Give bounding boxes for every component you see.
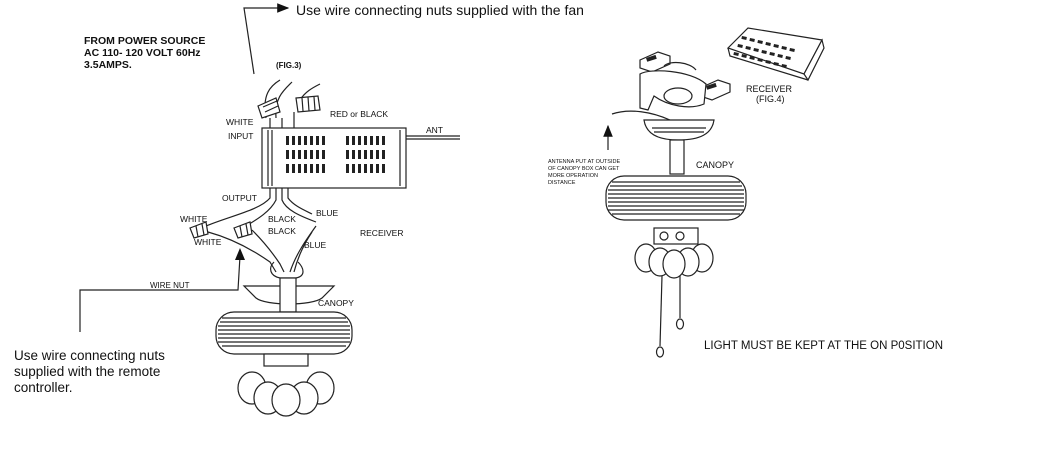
- receiver-vents-left: [286, 136, 325, 173]
- fan-white-wire-2: [251, 229, 285, 273]
- top-note: Use wire connecting nuts supplied with t…: [296, 2, 584, 18]
- label-white-top: WHITE: [226, 117, 254, 127]
- power-source-line3: 3.5AMPS.: [84, 59, 132, 71]
- label-white-left1: WHITE: [180, 214, 208, 224]
- antenna-note-line2: OF CANOPY BOX CAN GET: [548, 166, 620, 172]
- left-light-bulbs-icon: [237, 371, 335, 417]
- right-antenna-wire: [611, 110, 671, 121]
- top-callout-arrow: [243, 3, 290, 75]
- label-black1: BLACK: [268, 214, 296, 224]
- label-receiver-right: RECEIVER: [746, 84, 793, 94]
- left-light-fitter: [263, 353, 309, 367]
- label-input: INPUT: [228, 131, 254, 141]
- right-mounting-bracket-icon: [639, 51, 731, 111]
- label-ant: ANT: [426, 125, 443, 135]
- pull-chain-left: [659, 275, 663, 347]
- label-output: OUTPUT: [222, 193, 257, 203]
- top-callout: Use wire connecting nuts supplied with t…: [243, 2, 584, 75]
- fan-black-wire: [289, 225, 317, 273]
- receiver-vents-right: [346, 136, 385, 173]
- fan-white-wire: [207, 231, 277, 273]
- left-fan: CANOPY: [215, 277, 354, 417]
- output-white-wire: [205, 188, 271, 227]
- pull-chain-right-fob: [675, 318, 685, 330]
- right-remote-icon: [726, 27, 825, 82]
- wire-nut-center-icon: [233, 221, 253, 239]
- fig3-label: (FIG.3): [276, 61, 302, 70]
- output-wires: [189, 188, 317, 279]
- label-white-left2: WHITE: [194, 237, 222, 247]
- label-canopy-left: CANOPY: [318, 298, 354, 308]
- label-blue1: BLUE: [316, 208, 339, 218]
- right-fan: [605, 175, 747, 358]
- label-blue2: BLUE: [304, 240, 327, 250]
- bottom-note-line3: controller.: [14, 380, 73, 395]
- right-downrod: [669, 139, 685, 175]
- power-source-line2: AC 110- 120 VOLT 60Hz: [84, 47, 201, 59]
- wire-nut-left-icon: [189, 221, 209, 239]
- fan-blue-wire: [293, 231, 313, 273]
- bottom-note-line1: Use wire connecting nuts: [14, 348, 165, 363]
- bottom-note-line2: supplied with the remote: [14, 364, 160, 379]
- wire-nut-red-icon: [295, 95, 321, 113]
- label-black2: BLACK: [268, 226, 296, 236]
- label-fig4: (FIG.4): [756, 94, 785, 104]
- light-note: LIGHT MUST BE KEPT AT THE ON P0SITION: [704, 340, 943, 352]
- switch-left-icon: [659, 231, 669, 241]
- label-receiver: RECEIVER: [360, 228, 403, 238]
- antenna-note-line4: DISTANCE: [548, 180, 576, 186]
- bottom-note: Use wire connecting nuts supplied with t…: [14, 348, 165, 395]
- power-source-line1: FROM POWER SOURCE: [84, 35, 205, 47]
- pull-chain-left-fob: [655, 346, 665, 358]
- power-source-label: FROM POWER SOURCE AC 110- 120 VOLT 60Hz …: [84, 35, 205, 71]
- left-downrod: [279, 277, 297, 313]
- right-canopy-icon: [611, 110, 715, 175]
- receiver-box: [261, 127, 460, 189]
- label-red-black: RED or BLACK: [330, 109, 388, 119]
- right-light-bulbs-icon: [634, 243, 714, 279]
- left-motor-housing-icon: [215, 311, 353, 355]
- label-canopy-right: CANOPY: [696, 160, 734, 170]
- right-motor-housing-icon: [605, 175, 747, 221]
- remote-nut-callout: [79, 255, 241, 332]
- antenna-note-line3: MORE OPERATION: [548, 173, 598, 179]
- label-wire-nut: WIRE NUT: [150, 281, 190, 290]
- output-black-wire: [281, 188, 317, 223]
- input-wire-nuts: [257, 79, 321, 130]
- wire-nut-white-icon: [257, 97, 281, 119]
- remote-nut-arrowhead: [235, 248, 245, 260]
- switch-right-icon: [675, 231, 685, 241]
- antenna-note-line1: ANTENNA PUT AT OUTSIDE: [548, 159, 620, 165]
- output-blue-wire: [287, 188, 313, 215]
